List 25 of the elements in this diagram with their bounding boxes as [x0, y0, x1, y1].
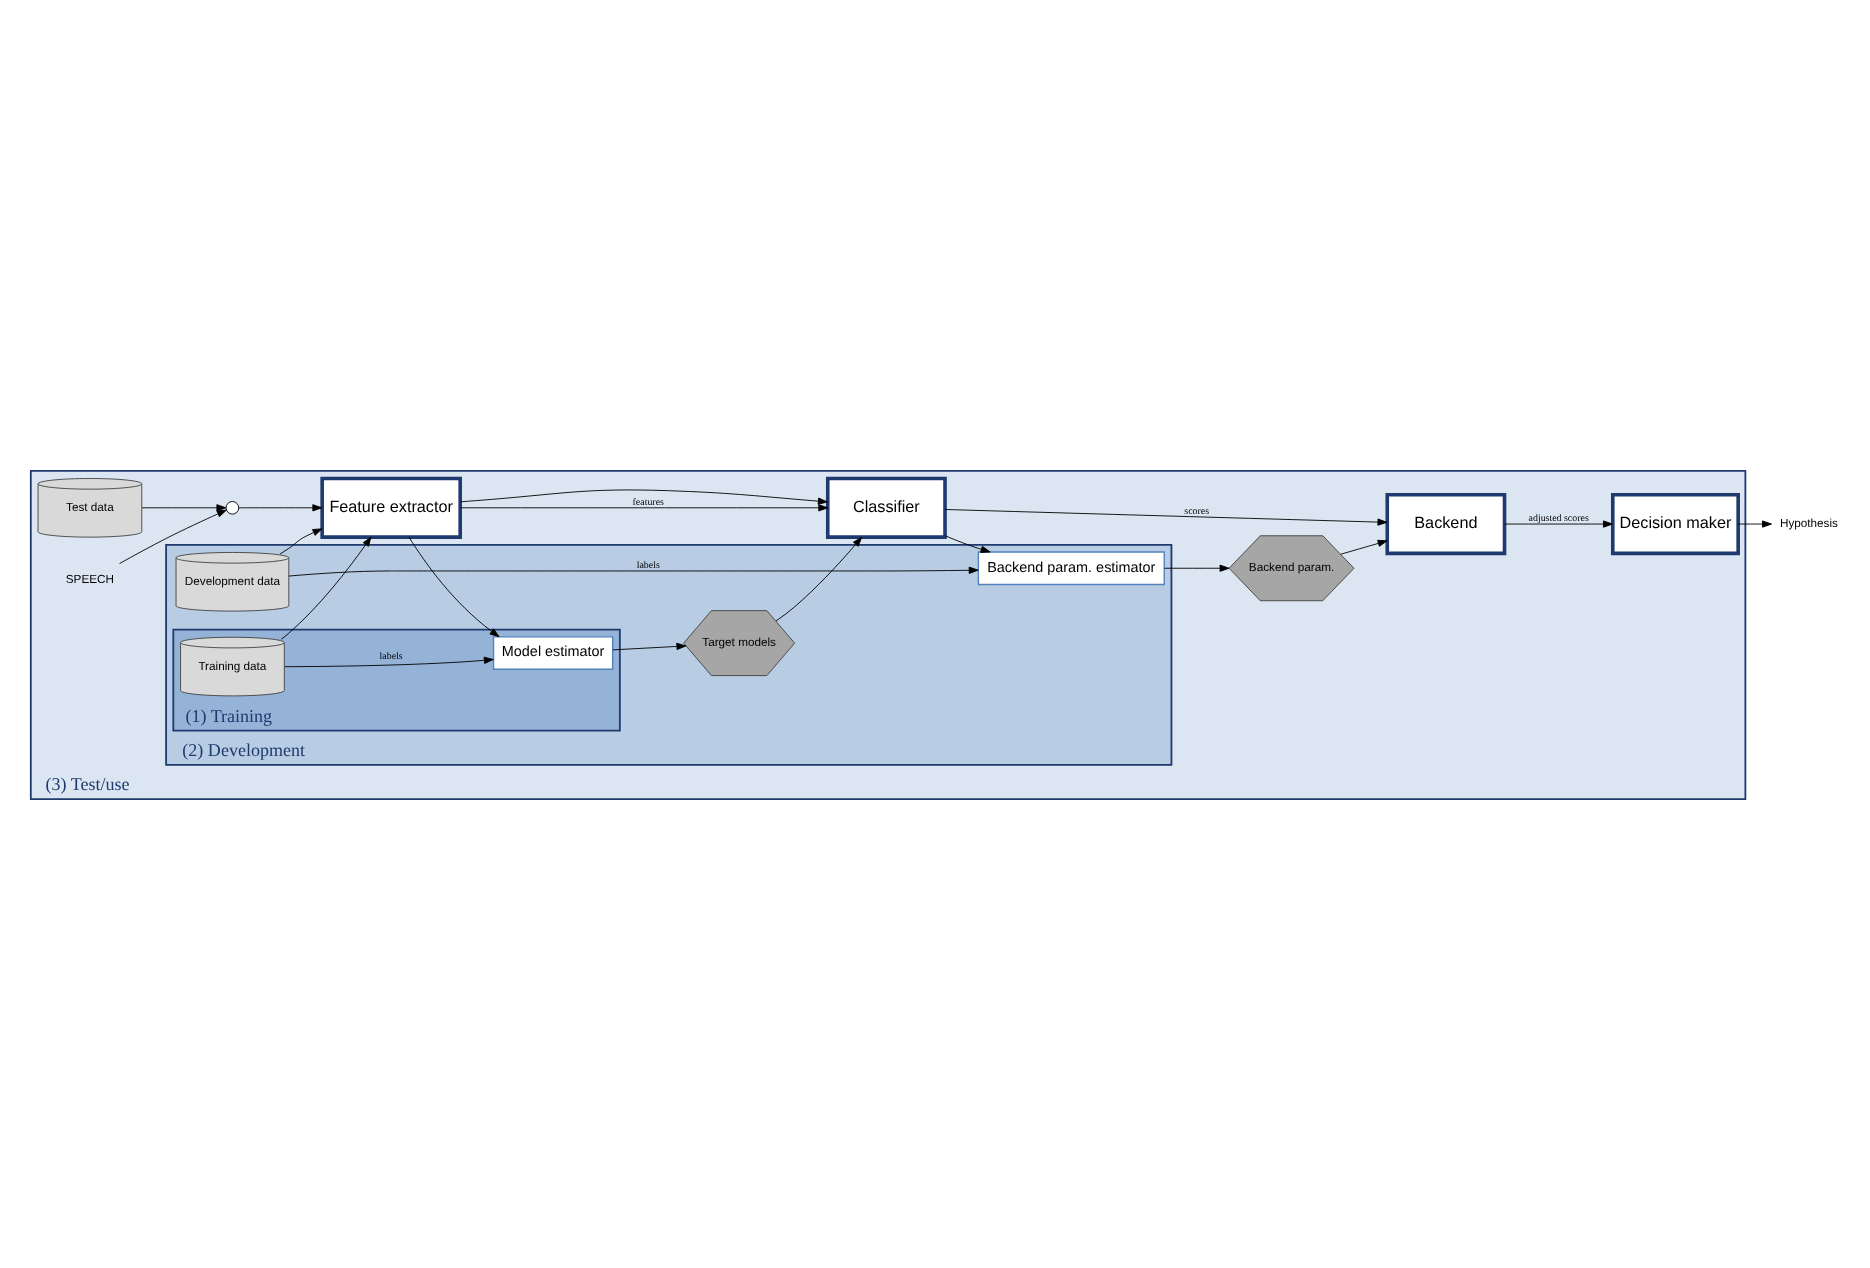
- arrow: [944, 508, 1388, 525]
- arrow: [459, 488, 828, 504]
- arrow: [1737, 519, 1772, 527]
- node-box: Decision maker: [1610, 491, 1740, 555]
- arrow: [612, 641, 687, 650]
- node-box: Feature extractor: [320, 475, 462, 538]
- arrow: [944, 534, 991, 552]
- arrow: [288, 565, 979, 576]
- arrow: [119, 508, 227, 564]
- node-circle: [225, 500, 240, 514]
- arrow: [279, 527, 323, 554]
- node-box: Model estimator: [492, 635, 614, 669]
- arrow: [460, 503, 829, 511]
- node-box: Classifier: [825, 475, 947, 538]
- arrow: [284, 655, 494, 667]
- arrow: [238, 503, 323, 511]
- arrow: [1164, 563, 1230, 571]
- arrow: [1340, 538, 1388, 554]
- arrow: [141, 503, 227, 511]
- arrow: [280, 535, 372, 639]
- arrow: [1504, 519, 1613, 527]
- node-box: Backend param. estimator: [977, 550, 1165, 585]
- arrow: [775, 535, 863, 621]
- node-box: Backend: [1385, 491, 1507, 555]
- arrow: [408, 535, 500, 637]
